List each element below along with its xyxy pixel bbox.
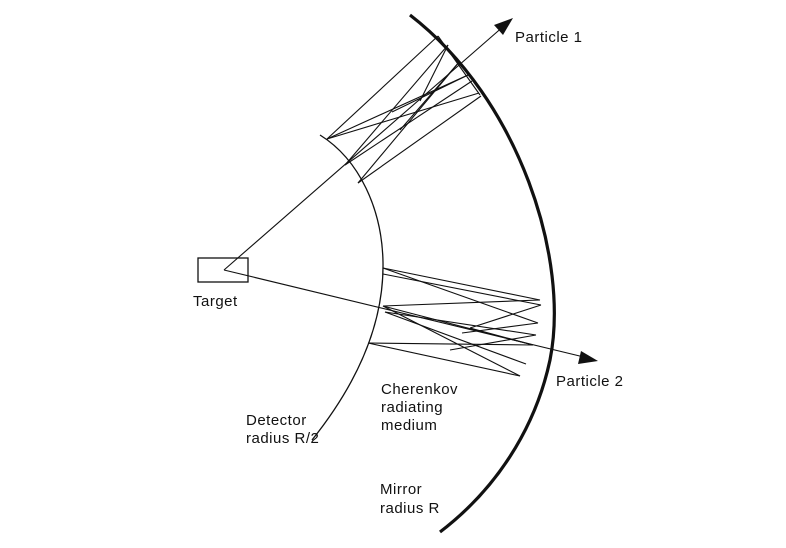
particle-2-arrowhead (578, 351, 598, 364)
particle-1-label: Particle 1 (515, 29, 583, 46)
medium-label-line-2: radiating (381, 399, 443, 416)
medium-label-line-1: Cherenkov (381, 381, 458, 398)
particle-1-track (224, 25, 505, 270)
target-box (198, 258, 248, 282)
mirror-label-line-1: Mirror (380, 481, 422, 498)
mirror-label-line-2: radius R (380, 500, 440, 517)
particle-2-label: Particle 2 (556, 373, 624, 390)
particle-1-light-rays (327, 36, 481, 183)
detector-label-line-2: radius R/2 (246, 430, 319, 447)
particle-2-light-rays (368, 268, 541, 376)
detector-label-line-1: Detector (246, 412, 307, 429)
particle-2-track (224, 270, 588, 358)
detector-arc (312, 135, 383, 440)
target-label: Target (193, 293, 238, 310)
medium-label-line-3: medium (381, 417, 437, 434)
